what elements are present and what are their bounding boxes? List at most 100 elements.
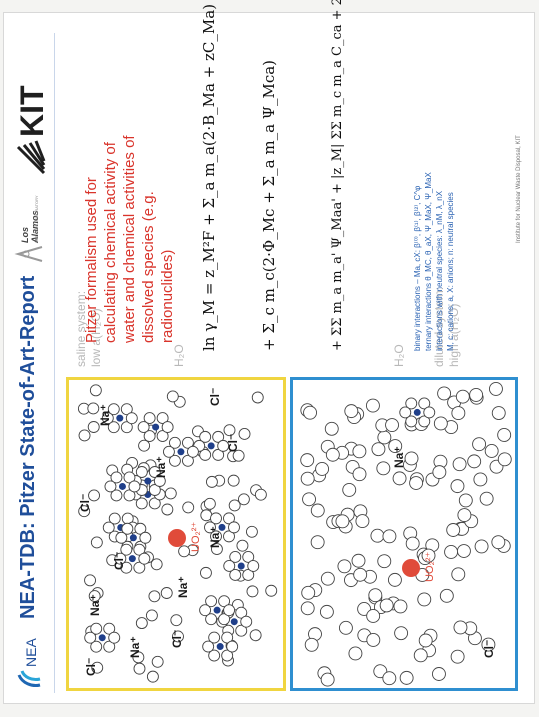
slide-header: NEA NEA-TDB: Pitzer State-of-Art-Report …: [4, 13, 56, 703]
water-molecule: [326, 448, 339, 461]
water-molecule: [149, 591, 160, 602]
water-molecule: [206, 476, 217, 487]
water-molecule: [311, 504, 324, 517]
water-molecule: [356, 515, 369, 528]
water-molecule: [161, 587, 172, 598]
water-molecule: [366, 399, 379, 412]
water-molecule: [498, 453, 511, 466]
water-molecule: [393, 472, 406, 485]
water-molecule: [237, 540, 248, 551]
water-molecule: [179, 546, 190, 557]
water-molecule: [105, 481, 116, 492]
water-molecule: [468, 455, 481, 468]
kit-logo: KIT: [10, 55, 50, 175]
sodium-ion-core: [177, 448, 184, 455]
water-molecule: [388, 573, 401, 586]
water-molecule: [241, 616, 252, 627]
water-molecule: [473, 438, 486, 451]
water-molecule: [492, 407, 505, 420]
ion-label: Cl⁻: [170, 630, 184, 648]
water-molecule: [321, 572, 334, 585]
water-molecule: [434, 417, 447, 430]
legend-line-3: interactions with neutral species: λ_nM,…: [434, 51, 445, 351]
water-molecule: [151, 559, 162, 570]
water-molecule: [369, 589, 382, 602]
ion-label: Na⁺: [176, 576, 190, 598]
ion-label: Na⁺: [98, 404, 112, 426]
water-molecule: [305, 638, 318, 651]
water-molecule: [367, 633, 380, 646]
ion-label: Cl⁻: [84, 658, 98, 676]
water-molecule: [345, 405, 358, 418]
legend-line-1: binary interactions – Ma, cX: β⁽⁰⁾, β⁽¹⁾…: [412, 51, 423, 351]
water-molecule: [183, 502, 194, 513]
water-molecule: [250, 630, 261, 641]
losalamos-subtitle: NATIONAL LABORATORY: [34, 195, 39, 243]
water-molecule: [451, 480, 464, 493]
water-molecule: [316, 462, 329, 475]
sodium-ion-core: [129, 555, 136, 562]
water-molecule: [171, 615, 182, 626]
water-molecule: [349, 647, 362, 660]
water-molecule: [377, 462, 390, 475]
water-molecule: [438, 387, 451, 400]
nea-logo-text: NEA: [23, 638, 39, 667]
water-molecule: [354, 568, 367, 581]
water-molecule: [338, 560, 351, 573]
water-molecule: [152, 656, 163, 667]
water-molecule: [325, 422, 338, 435]
water-molecule: [410, 477, 423, 490]
slide-title: NEA-TDB: Pitzer State-of-Art-Report: [17, 276, 40, 619]
water-molecule: [395, 627, 408, 640]
water-molecule: [383, 672, 396, 685]
water-molecule: [470, 388, 483, 401]
water-molecule: [228, 475, 239, 486]
water-molecule: [480, 492, 493, 505]
water-molecule: [248, 560, 259, 571]
water-molecule: [452, 568, 465, 581]
saline-molecule-diagram: UO₂²⁺Cl⁻Na⁺Cl⁻Na⁺Na⁺Cl⁻Na⁺Cl⁻Na⁺Cl⁻Na⁺Cl…: [69, 380, 283, 688]
water-molecule: [386, 419, 399, 432]
water-molecule: [394, 600, 407, 613]
sodium-ion-core: [130, 534, 137, 541]
water-molecule: [224, 560, 235, 571]
uranyl-ion: [168, 529, 186, 547]
water-molecule: [139, 553, 150, 564]
slide: NEA NEA-TDB: Pitzer State-of-Art-Report …: [4, 13, 534, 703]
water-molecule: [126, 413, 137, 424]
water-molecule: [432, 667, 445, 680]
water-molecule: [353, 445, 366, 458]
water-molecule: [367, 609, 380, 622]
sodium-ion-core: [208, 442, 215, 449]
water-molecule: [91, 537, 102, 548]
h2o-top-label: H₂O: [172, 344, 187, 367]
water-molecule: [90, 385, 101, 396]
water-molecule: [418, 593, 431, 606]
water-molecule: [343, 483, 356, 496]
sodium-ion-core: [217, 643, 224, 650]
water-molecule: [165, 488, 176, 499]
water-molecule: [440, 589, 453, 602]
water-molecule: [162, 422, 173, 433]
water-molecule: [498, 428, 511, 441]
diluted-molecule-diagram: UO₂²⁺Cl⁻Na⁺: [293, 380, 515, 688]
legend-line-2: ternary interactions θ_MC, θ_aX, Ψ_MaX, …: [423, 51, 434, 351]
uranyl-ion: [402, 559, 420, 577]
ion-label: Cl⁻: [112, 552, 126, 570]
ion-label: Na⁺: [88, 594, 102, 616]
h2o-bottom-label: H₂O: [392, 344, 407, 367]
water-molecule: [320, 605, 333, 618]
water-molecule: [400, 671, 413, 684]
water-molecule: [129, 481, 140, 492]
ion-label: Na⁺: [128, 636, 142, 658]
water-molecule: [451, 650, 464, 663]
water-molecule: [336, 515, 349, 528]
water-molecule: [447, 524, 460, 537]
water-molecule: [372, 443, 385, 456]
water-molecule: [204, 498, 215, 509]
water-molecule: [457, 545, 470, 558]
water-molecule: [301, 602, 314, 615]
water-molecule: [456, 390, 469, 403]
water-molecule: [383, 530, 396, 543]
water-molecule: [200, 567, 211, 578]
